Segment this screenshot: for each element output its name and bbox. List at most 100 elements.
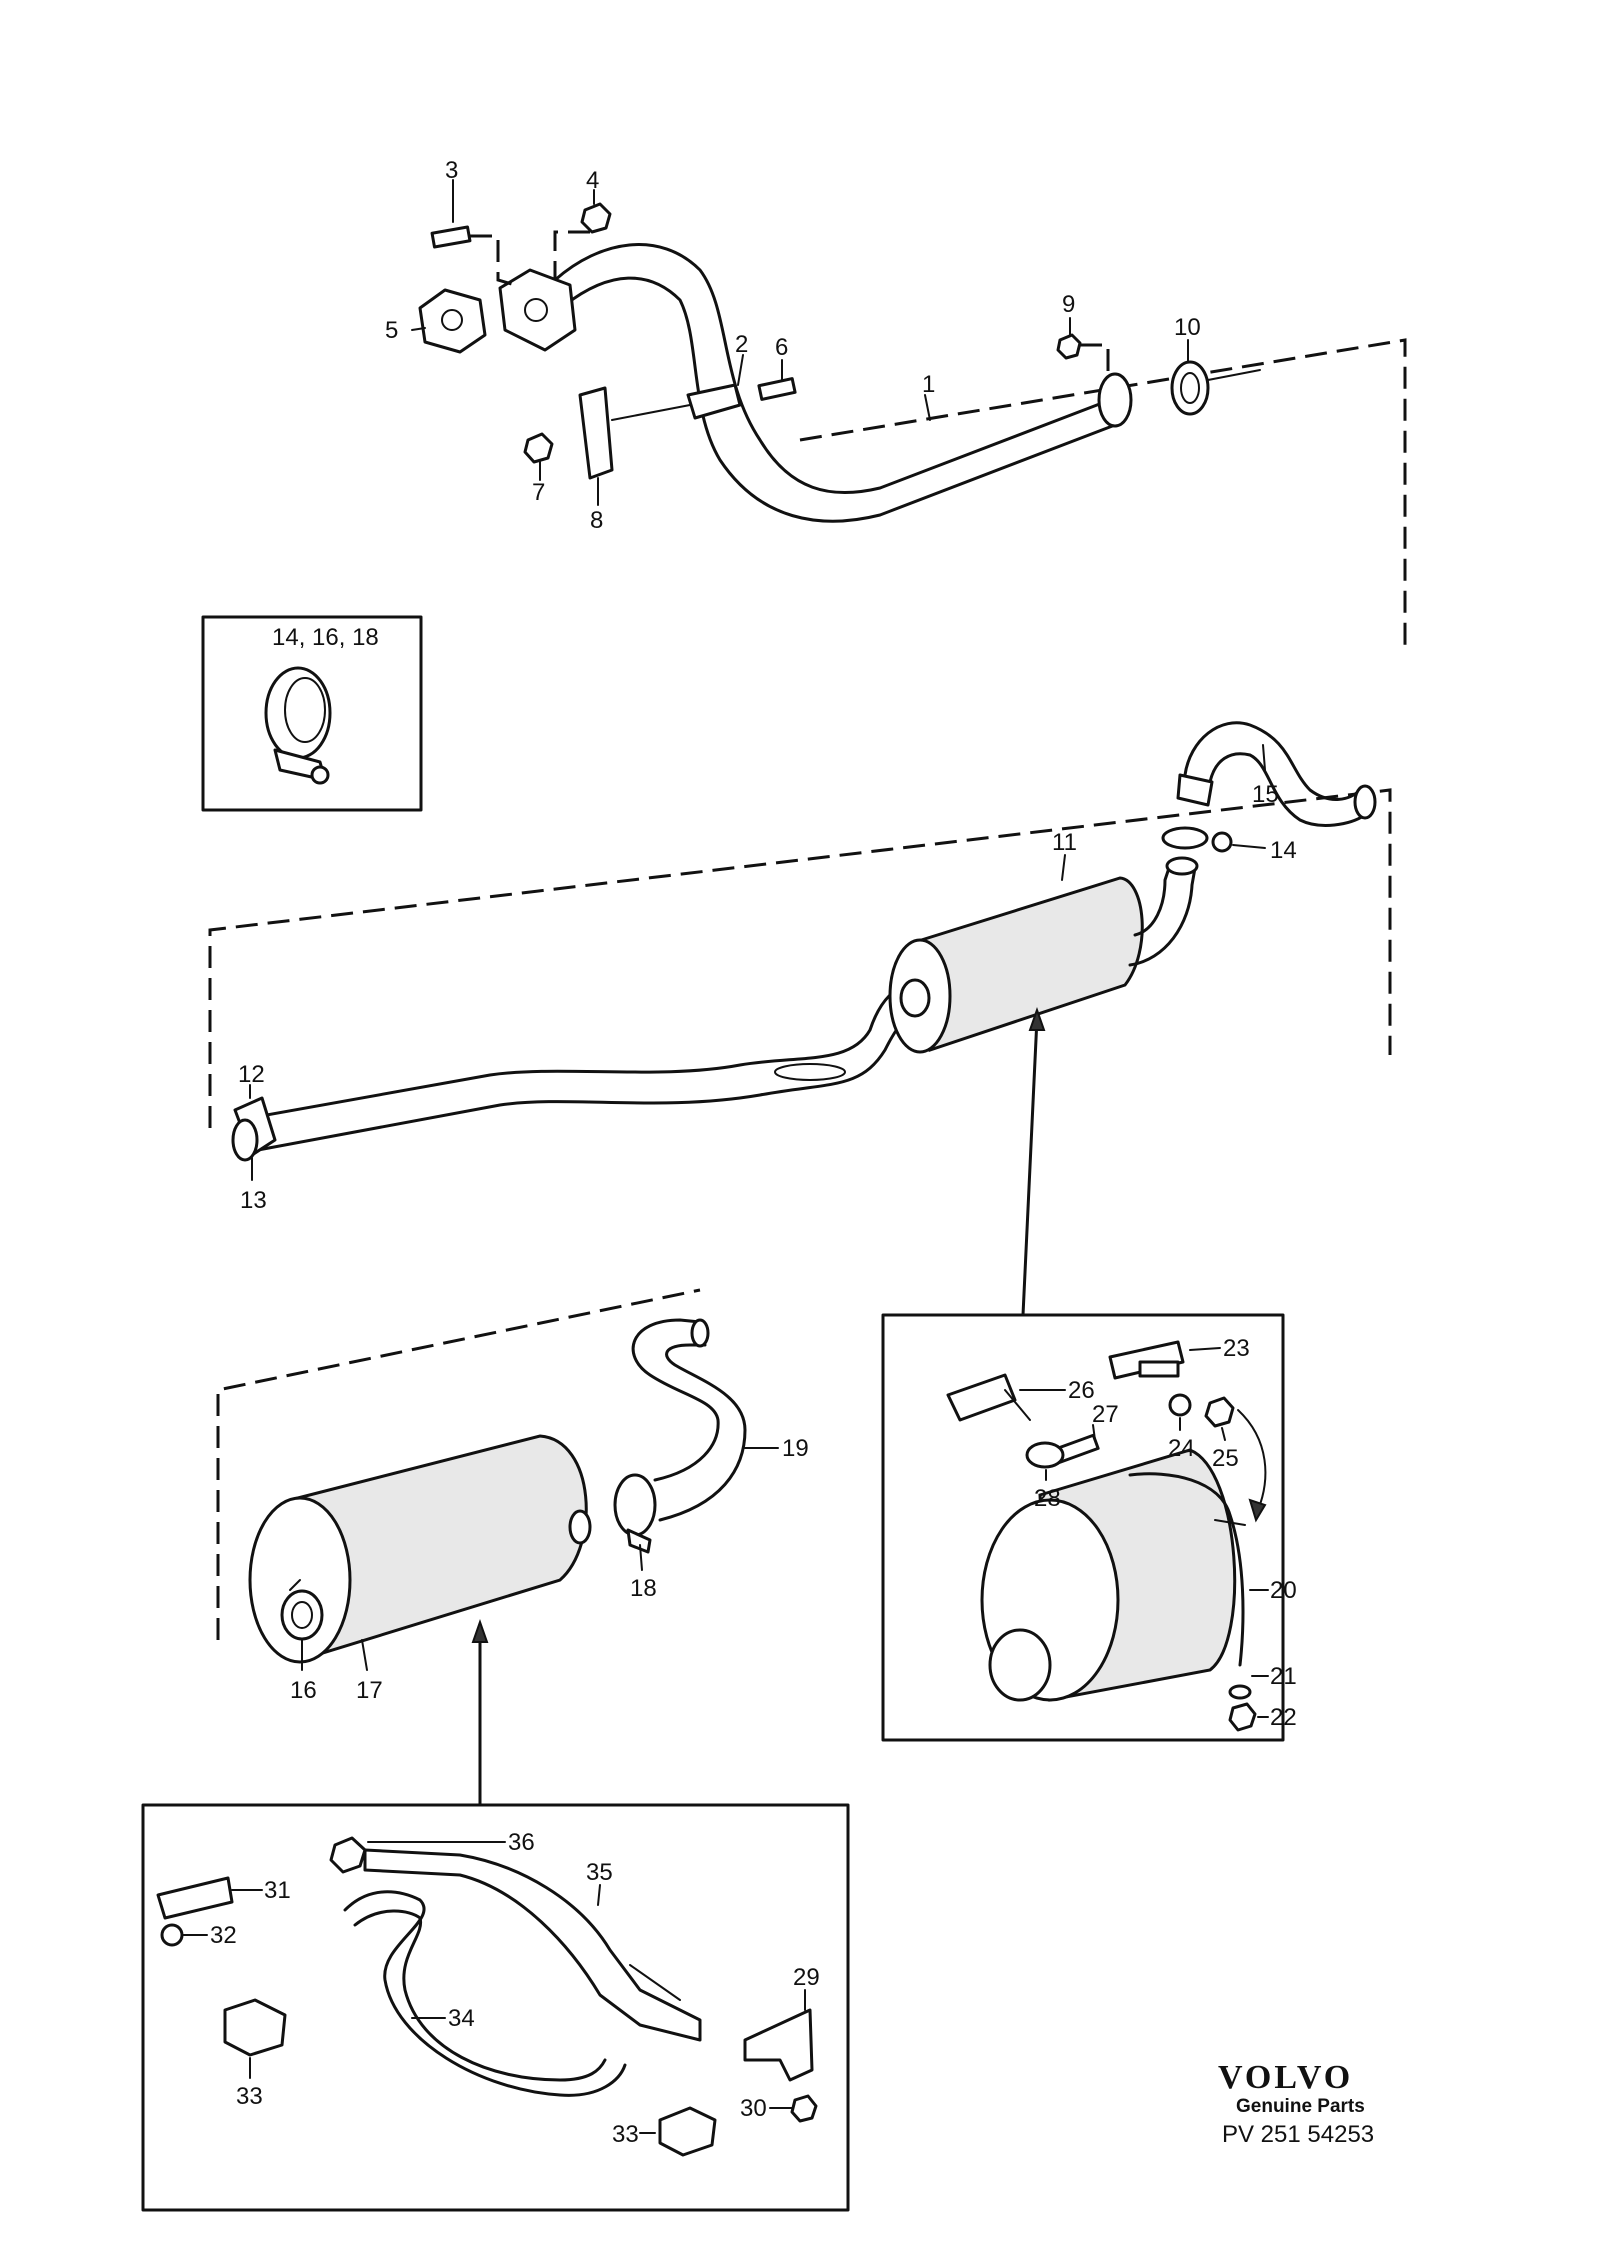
part-code: PV 251 54253: [1222, 2121, 1374, 2148]
inset-strap-tab: [1214, 1519, 1246, 1526]
hanger-rod-35: [363, 1848, 702, 2042]
label-9: 9: [1062, 291, 1075, 318]
label-33-right: 33: [612, 2121, 639, 2148]
label-25: 25: [1212, 1445, 1239, 1472]
rubber-33-right: [658, 2106, 717, 2157]
bracket-line: [611, 404, 691, 421]
ring-gasket-inner: [1180, 372, 1200, 404]
stud: [430, 225, 472, 249]
leader-23: [1189, 1347, 1221, 1351]
hanger-strap-34-inner: [353, 1909, 607, 2082]
label-33-left: 33: [236, 2083, 263, 2110]
tailpipe-lower: [658, 1343, 747, 1522]
label-29: 29: [793, 1964, 820, 1991]
brand-logo: VOLVO: [1218, 2059, 1353, 2096]
part-labels: 3 4 5 2 6 7 8 1 9 10 14, 16, 18 15 14 11…: [210, 157, 1297, 2148]
silencer-outlet-pipe-a: [1133, 863, 1172, 937]
nut-30: [790, 2094, 818, 2123]
ring-gasket: [1170, 360, 1210, 416]
front-pipe-lower-edge: [563, 276, 1117, 523]
clamp-18: [613, 1473, 657, 1537]
label-8: 8: [590, 507, 603, 534]
rubber-mount-23: [1108, 1340, 1185, 1380]
pipe-flange: [498, 268, 577, 352]
rubber-33-left: [223, 1998, 287, 2057]
label-34: 34: [448, 2005, 475, 2032]
label-31: 31: [264, 1877, 291, 1904]
rear-silencer-assembly: [216, 1288, 779, 1807]
clamp-screw: [757, 377, 797, 401]
arrow-head-11: [1028, 1006, 1046, 1031]
end-nut-leader: [1080, 343, 1110, 380]
label-18: 18: [630, 1575, 657, 1602]
bend-pipe-sleeve: [1176, 773, 1214, 807]
inset-strap: [1128, 1472, 1245, 1667]
intermediate-pipe-upper: [248, 978, 922, 1120]
leader-18: [639, 1544, 643, 1571]
leader-27: [1092, 1424, 1096, 1441]
label-21: 21: [1270, 1663, 1297, 1690]
leader-25: [1221, 1427, 1226, 1441]
intermediate-silencer-outlet: [899, 978, 931, 1018]
label-13: 13: [240, 1187, 267, 1214]
hanger-rod-slot: [629, 1964, 681, 2001]
hanger-strap-34-outer: [343, 1890, 627, 2097]
leader-14: [1232, 844, 1266, 849]
label-23: 23: [1223, 1335, 1250, 1362]
rear-silencer-body: [288, 1434, 588, 1662]
rubber-mount-23-stud: [1138, 1360, 1180, 1378]
flange-gasket-hole: [441, 309, 463, 331]
arrow-head-17: [471, 1618, 489, 1643]
clamp-inset-frame: [201, 615, 423, 812]
mount-curved-arrow: [1237, 1409, 1267, 1511]
hanger-inset-frame: [141, 1803, 850, 2212]
bracket-29: [743, 2008, 814, 2082]
bend-pipe-upper: [1183, 721, 1362, 801]
label-27: 27: [1092, 1401, 1119, 1428]
label-16: 16: [290, 1677, 317, 1704]
label-3: 3: [445, 157, 458, 184]
inset-silencer-outlet: [988, 1628, 1052, 1702]
bracket-26-lug: [1004, 1389, 1031, 1421]
leader-5: [411, 327, 426, 331]
section2-frame: [208, 788, 1392, 1128]
pipe-clamp: [686, 383, 742, 420]
outlet-pipe-end: [1165, 856, 1199, 876]
rear-silencer-inlet: [568, 1509, 592, 1545]
bolt-32: [160, 1923, 184, 1947]
section3-frame: [216, 1288, 701, 1640]
label-17: 17: [356, 1677, 383, 1704]
label-15: 15: [1252, 781, 1279, 808]
section1-frame: [799, 338, 1407, 645]
washer-24: [1168, 1393, 1192, 1417]
nut-25: [1204, 1396, 1235, 1428]
inset-clamp-inner: [284, 677, 326, 743]
bolt-22: [1228, 1702, 1257, 1732]
bracket-26: [946, 1373, 1017, 1422]
flange-nut: [580, 202, 612, 234]
label-6: 6: [775, 334, 788, 361]
mount-inset: [881, 1313, 1285, 1742]
nut-36: [329, 1836, 367, 1874]
leader-35: [597, 1884, 601, 1906]
arrow-to-mount-inset: [1021, 1016, 1039, 1317]
bend-pipe-lower: [1208, 752, 1367, 827]
pipe-bracket: [578, 386, 614, 480]
label-24: 24: [1168, 1435, 1195, 1462]
brand-subtitle: Genuine Parts: [1236, 2096, 1365, 2117]
label-10: 10: [1174, 314, 1201, 341]
brand-block: VOLVO Genuine Parts PV 251 54253: [1218, 2059, 1374, 2148]
ring-gasket-leader: [1207, 369, 1261, 381]
pipe-flat-section: [774, 1063, 846, 1081]
intermediate-silencer-body: [913, 876, 1144, 1052]
pipe-flange-hole: [524, 298, 548, 322]
mount-inset-frame: [881, 1313, 1285, 1742]
bend-pipe-end: [1353, 784, 1377, 820]
label-12: 12: [238, 1061, 265, 1088]
rear-silencer-tailpipe-inner: [291, 1601, 313, 1629]
label-19: 19: [782, 1435, 809, 1462]
label-22: 22: [1270, 1704, 1297, 1731]
label-14: 14: [1270, 837, 1297, 864]
clamp-inset: [201, 615, 423, 812]
